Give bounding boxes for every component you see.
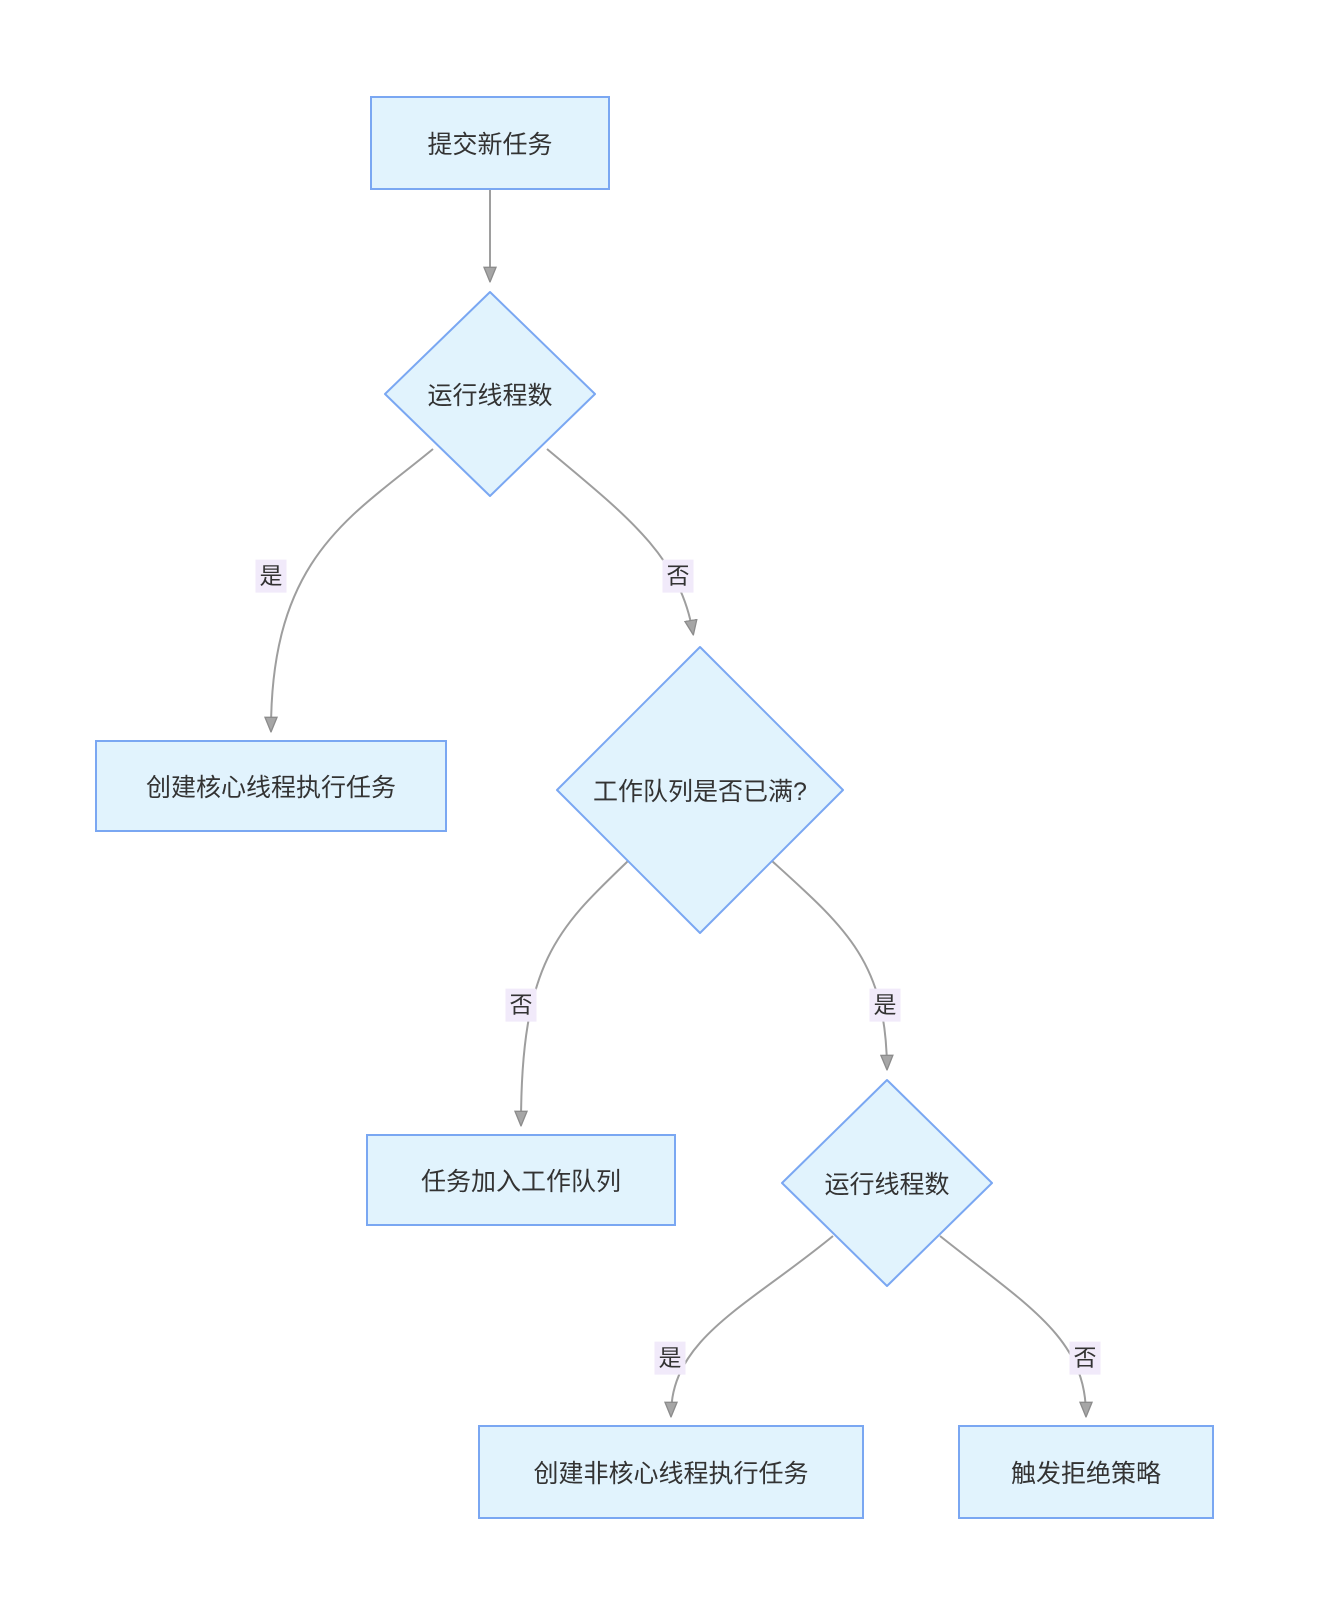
edge-label-no-2: 否 (505, 988, 537, 1022)
node-label: 提交新任务 (427, 131, 553, 159)
edge-decision1-no-to-decision2 (546, 448, 693, 633)
edge-decision2-yes-to-decision3 (771, 860, 887, 1068)
edge-label-yes-1: 是 (255, 559, 287, 593)
node-create-noncore-thread: 创建非核心线程执行任务 (478, 1425, 864, 1519)
diamond-shape (556, 646, 844, 934)
diamond-shape (781, 1079, 993, 1287)
decision-running-threads-1: 运行线程数 (383, 290, 597, 498)
node-label: 触发拒绝策略 (1010, 1460, 1161, 1488)
decision-work-queue-full: 工作队列是否已满? (555, 645, 845, 935)
edge-decision3-yes-to-noncore (671, 1235, 834, 1415)
node-submit-new-task: 提交新任务 (370, 96, 610, 190)
edge-decision1-yes-to-core (271, 448, 434, 730)
edge-decision2-no-to-queue (521, 860, 629, 1124)
node-label: 任务加入工作队列 (420, 1168, 621, 1196)
node-label: 运行线程数 (427, 382, 553, 410)
node-label: 创建非核心线程执行任务 (533, 1460, 809, 1488)
edge-label-no-3: 否 (1069, 1341, 1101, 1375)
edge-label-yes-3: 是 (654, 1341, 686, 1375)
node-trigger-rejection-policy: 触发拒绝策略 (958, 1425, 1214, 1519)
node-label: 运行线程数 (824, 1171, 950, 1199)
diamond-shape (384, 291, 596, 497)
node-add-to-work-queue: 任务加入工作队列 (366, 1134, 676, 1226)
node-label: 工作队列是否已满? (593, 778, 807, 806)
edge-label-yes-2: 是 (869, 988, 901, 1022)
node-create-core-thread: 创建核心线程执行任务 (95, 740, 447, 832)
decision-running-threads-2: 运行线程数 (780, 1078, 994, 1288)
edge-label-no-1: 否 (662, 559, 694, 593)
edge-decision3-no-to-reject (939, 1235, 1086, 1415)
node-label: 创建核心线程执行任务 (145, 774, 396, 802)
